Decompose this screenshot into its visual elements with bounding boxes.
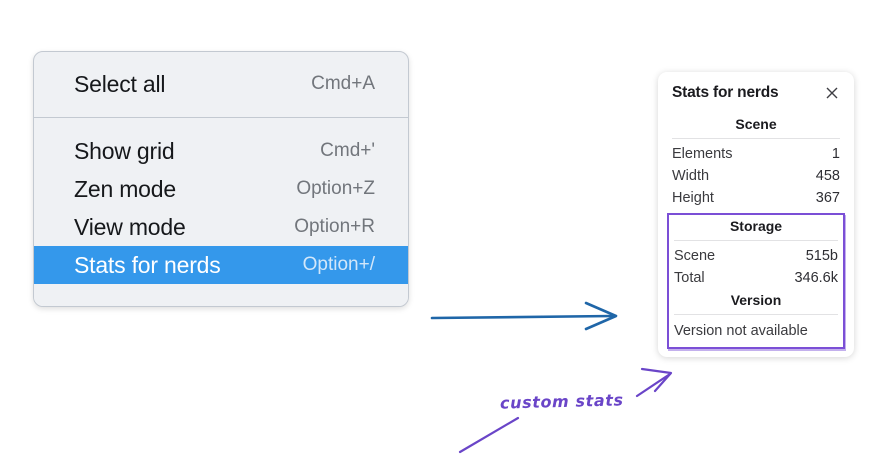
menu-item-shortcut: Option+R [294,216,375,237]
stat-label: Height [672,190,714,206]
stat-value: 1 [831,146,840,162]
stat-value: 367 [815,190,840,206]
version-value: Version not available [674,323,808,339]
panel-title: Stats for nerds [672,84,779,101]
callout-underline-stroke [458,416,520,454]
stat-row-width: Width 458 [672,165,840,187]
callout-arrow-icon [635,367,673,398]
stat-label: Width [672,168,710,184]
stats-for-nerds-panel: Stats for nerds Scene Elements 1 Width 4… [658,72,854,357]
stats-section-version: Version Version not available [674,289,838,341]
custom-stats-annotation-label: custom stats [499,390,624,413]
menu-item-view-mode[interactable]: View mode Option+R [34,208,408,246]
menu-item-show-grid[interactable]: Show grid Cmd+' [34,132,408,170]
stat-value: 346.6k [794,270,838,286]
menu-section-selection: Select all Cmd+A [34,52,408,118]
menu-item-label: View mode [74,213,186,240]
stat-label: Scene [674,248,716,264]
menu-item-label: Select all [74,70,166,97]
custom-stats-highlight-region: Storage Scene 515b Total 346.6k Version … [667,213,845,349]
section-heading-scene: Scene [735,116,777,132]
close-icon[interactable] [824,85,840,101]
panel-header: Stats for nerds [672,84,840,102]
menu-item-label: Zen mode [74,175,176,202]
menu-item-shortcut: Cmd+' [320,140,375,161]
stat-row-storage-scene: Scene 515b [674,245,838,267]
section-divider [674,314,838,315]
menu-item-shortcut: Option+Z [296,178,375,199]
canvas-context-menu[interactable]: Select all Cmd+A Show grid Cmd+' Zen mod… [33,51,409,307]
stat-row-height: Height 367 [672,187,840,209]
menu-section-view: Show grid Cmd+' Zen mode Option+Z View m… [34,118,408,284]
stat-value: 515b [805,248,838,264]
menu-item-select-all[interactable]: Select all Cmd+A [34,65,408,103]
section-divider [672,138,840,139]
menu-item-stats-for-nerds[interactable]: Stats for nerds Option+/ [34,246,408,284]
stat-row-elements: Elements 1 [672,143,840,165]
menu-item-shortcut: Option+/ [302,254,375,275]
menu-item-zen-mode[interactable]: Zen mode Option+Z [34,170,408,208]
stat-row-storage-total: Total 346.6k [674,267,838,289]
section-divider [674,240,838,241]
menu-bottom-padding [34,284,408,306]
section-heading-version: Version [730,292,782,308]
menu-item-label: Show grid [74,137,175,164]
section-heading-storage: Storage [729,218,783,234]
menu-item-label: Stats for nerds [74,251,221,278]
flow-arrow-icon [430,301,618,331]
stat-value: 458 [815,168,840,184]
stats-section-storage: Storage Scene 515b Total 346.6k [674,215,838,289]
stat-label: Total [674,270,705,286]
stats-section-scene: Scene Elements 1 Width 458 Height 367 [672,113,840,209]
stat-label: Elements [672,146,733,162]
menu-item-shortcut: Cmd+A [311,73,375,94]
